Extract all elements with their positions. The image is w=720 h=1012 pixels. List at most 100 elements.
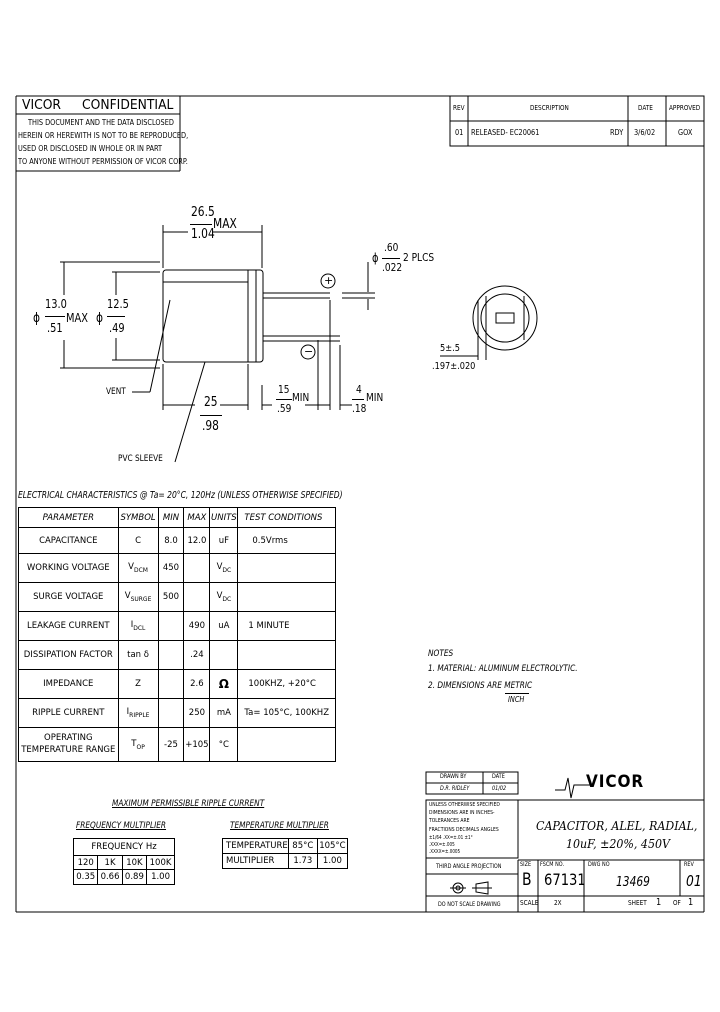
table-row: OPERATING TEMPERATURE RANGE TOP -25 +105…: [18, 727, 336, 762]
param-cell: LEAKAGE CURRENT: [18, 611, 119, 641]
dim-dia-outer-bottom: .51: [47, 321, 63, 335]
header-units: UNITS: [209, 507, 239, 528]
lead-dia-fraction-line: [382, 258, 400, 259]
rev-header-date: DATE: [638, 104, 653, 112]
lead-dia-bottom: .022: [382, 261, 403, 274]
electrical-header-row: PARAMETER SYMBOL MIN MAX UNITS TEST COND…: [18, 507, 336, 528]
symbol-main: V: [124, 591, 131, 601]
units-sub: DC: [222, 567, 232, 574]
units-main: V: [216, 562, 223, 572]
dim-dia-outer-top: 13.0: [45, 297, 67, 311]
rev-row-rev: 01: [455, 128, 464, 137]
symbol-sub: DCL: [133, 625, 146, 632]
cond-cell: 0.5Vrms: [237, 527, 336, 554]
param-cell: RIPPLE CURRENT: [18, 698, 119, 728]
fscm-value: 67131: [544, 870, 586, 889]
freq-heading: FREQUENCY MULTIPLIER: [76, 821, 167, 831]
lead-dia-top: .60: [384, 241, 399, 254]
symbol-main: T: [131, 738, 137, 749]
freq-value: 0.89: [121, 869, 148, 885]
confidential-line-3: USED OR DISCLOSED IN WHOLE OR IN PART: [18, 144, 163, 153]
freq-value: 0.35: [72, 869, 99, 885]
confidential-line-1: THIS DOCUMENT AND THE DATA DISCLOSED: [28, 118, 174, 127]
rev-header-rev: REV: [453, 104, 465, 112]
cond-cell: Ta= 105°C, 100KHZ: [237, 698, 336, 728]
do-not-scale: DO NOT SCALE DRAWING: [438, 901, 501, 908]
body-len-top: 25: [204, 395, 218, 410]
symbol-sub: SURGE: [130, 596, 152, 603]
lead2-fraction-line: [352, 399, 364, 400]
electrical-heading: ELECTRICAL CHARACTERISTICS @ Ta= 20°C, 1…: [18, 490, 343, 501]
lead2-suffix: MIN: [366, 391, 384, 404]
dim-length-suffix: MAX: [213, 217, 237, 232]
min-cell: 450: [157, 553, 185, 583]
notes-line-2-sub: INCH: [508, 695, 525, 704]
dim-length-bottom: 1.04: [191, 227, 215, 242]
rev-row-by: RDY: [610, 128, 624, 137]
symbol-main: I: [126, 707, 130, 717]
symbol-main: C: [135, 535, 142, 546]
units-cell: °C: [209, 727, 239, 762]
max-cell: 2.6: [183, 669, 211, 699]
rev-value: 01: [686, 872, 702, 890]
rev-row-description: RELEASED- EC20061: [471, 128, 540, 137]
temp-header: 85°C: [287, 838, 318, 854]
symbol-sub: OP: [136, 743, 145, 751]
symbol-cell: IRIPPLE: [117, 698, 159, 728]
units-cell: VDC: [209, 582, 239, 612]
pvc-label: PVC SLEEVE: [118, 454, 163, 464]
table-row: SURGE VOLTAGE VSURGE 500 VDC: [18, 582, 336, 612]
symbol-cell: Z: [117, 669, 159, 699]
of-label: OF: [673, 899, 681, 907]
lead-min-bottom: .59: [277, 402, 292, 415]
sheet-label: SHEET: [628, 899, 647, 907]
table-row: CAPACITANCE C 8.0 12.0 uF 0.5Vrms: [18, 527, 336, 554]
freq-label: FREQUENCY Hz: [73, 838, 175, 856]
tol-line-3: TOLERANCES ARE: [429, 818, 470, 824]
lead2-bottom: .18: [352, 402, 367, 415]
min-cell: 8.0: [157, 527, 185, 554]
tol-line-4: FRACTIONS DECIMALS ANGLES: [429, 827, 499, 833]
temp-table: TEMPERATURE 85°C 105°C MULTIPLIER 1.73 1…: [222, 838, 349, 869]
polarity-plus: +: [324, 274, 334, 287]
rev-header-approved: APPROVED: [669, 104, 701, 112]
symbol-sub: RIPPLE: [129, 712, 150, 719]
confidential-company: VICOR: [22, 98, 62, 113]
symbol-cell: C: [117, 527, 159, 554]
dwg-value: 13469: [616, 875, 650, 890]
units-cell: mA: [209, 698, 239, 728]
mult-value: 1.73: [287, 853, 318, 869]
cond-cell: [237, 553, 336, 583]
confidential-title: CONFIDENTIAL: [82, 98, 174, 113]
max-cell: .24: [183, 640, 211, 670]
symbol-cell: VDCM: [117, 553, 159, 583]
confidential-line-4: TO ANYONE WITHOUT PERMISSION OF VICOR CO…: [18, 157, 188, 166]
header-parameter: PARAMETER: [18, 507, 119, 528]
part-title-2: 10uF, ±20%, 450V: [566, 837, 670, 851]
temp-label: TEMPERATURE: [222, 838, 289, 854]
lead-dia-suffix: 2 PLCS: [403, 251, 435, 264]
temp-header: 105°C: [316, 838, 349, 854]
rev-header-description: DESCRIPTION: [530, 104, 569, 112]
symbol-sub: DCM: [133, 567, 148, 574]
symbol-cell: IDCL: [117, 611, 159, 641]
freq-header: 100K: [146, 855, 175, 870]
min-cell: [157, 669, 185, 699]
dim-dia-outer-suffix: MAX: [66, 311, 88, 325]
lead-min-top: 15: [278, 383, 290, 396]
temp-heading: TEMPERATURE MULTIPLIER: [230, 821, 329, 831]
units-cell: VDC: [209, 553, 239, 583]
min-cell: [157, 698, 185, 728]
tol-line-6: .XXX=±.005: [429, 842, 455, 848]
param-cell: WORKING VOLTAGE: [18, 553, 119, 583]
vicor-logo: VICOR: [586, 772, 645, 792]
notes-fraction-line: [505, 693, 529, 694]
dim-length-top: 26.5: [191, 205, 215, 220]
scale-value: 2X: [554, 899, 562, 907]
min-cell: [157, 611, 185, 641]
tol-line-5: ±1/64 .XX=±.01 ±1°: [429, 835, 473, 841]
min-cell: 500: [157, 582, 185, 612]
notes-line-2: 2. DIMENSIONS ARE METRIC: [428, 681, 533, 691]
param-cell: DISSIPATION FACTOR: [18, 640, 119, 670]
table-row: LEAKAGE CURRENT IDCL 490 uA 1 MINUTE: [18, 611, 336, 641]
